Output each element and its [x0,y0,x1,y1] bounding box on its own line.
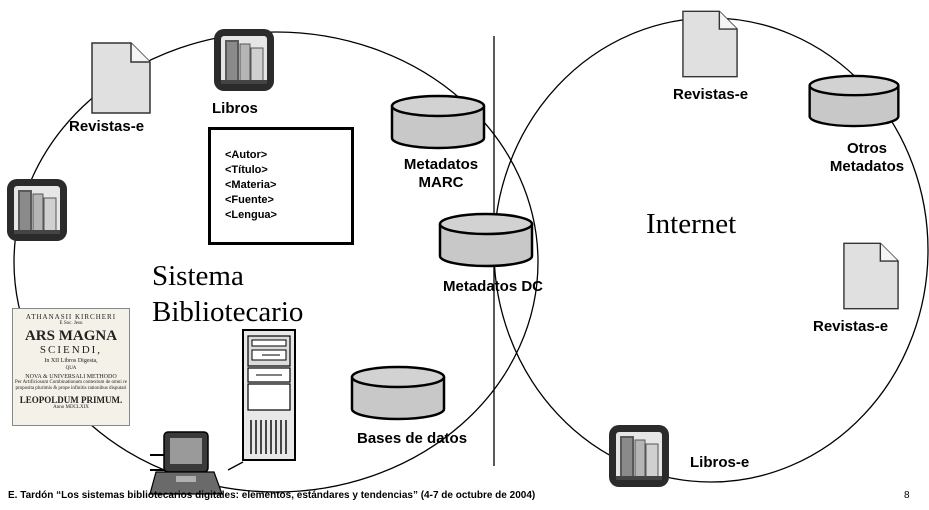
document-icon [91,42,151,114]
ejournals-label-top: Revistas-e [673,86,749,103]
cover-method: NOVA & UNIVERSALI METHODO [25,374,117,380]
cover-order: E Soc. Jesu [59,321,83,326]
cover-title-2: SCIENDI, [39,344,103,356]
computer-icon [149,431,223,495]
library-system-title-text: Sistema Bibliotecario [152,260,304,328]
books-label: Libros [212,100,258,117]
book-icon [608,424,670,488]
cover-description: Per Artificiosum Combinationum contextum… [15,380,127,391]
document-icon [843,242,899,310]
page-number: 8 [904,490,910,501]
field-title: <Título> [225,164,268,176]
database-icon [350,365,446,421]
document-icon [682,10,738,78]
library-system-title: Sistema Bibliotecario [152,258,332,330]
internet-title: Internet [646,208,737,240]
database-icon [808,74,900,128]
cover-dedicatee: LEOPOLDUM PRIMUM. [19,395,123,405]
library-circle [13,31,539,493]
cover-year: Anno MDCLXIX [53,405,89,410]
book-icon [213,28,275,92]
footer-citation: E. Tardón “Los sistemas bibliotecarios d… [8,490,536,501]
cover-qua: QUA [65,366,77,371]
other-metadata-label: Otros Metadatos [829,140,905,175]
databases-label: Bases de datos [357,430,468,447]
database-icon [390,94,486,150]
field-source: <Fuente> [225,194,274,206]
cover-subtitle: In XII Libros Digesta, [44,358,98,364]
ejournals-label-left: Revistas-e [69,118,145,135]
dc-metadata-label: Metadatos DC [443,278,544,295]
marc-metadata-label: Metadatos MARC [403,156,479,191]
cover-author: ATHANASII KIRCHERI [25,313,117,321]
book-cover-image: ATHANASII KIRCHERI E Soc. Jesu ARS MAGNA… [12,308,130,426]
field-subject: <Materia> [225,179,277,191]
database-icon [438,212,534,268]
metadata-fields-box: <Autor> <Título> <Materia> <Fuente> <Len… [208,127,354,245]
field-language: <Lengua> [225,209,277,221]
book-icon [6,178,68,242]
ejournals-label-right: Revistas-e [813,318,889,335]
field-author: <Autor> [225,149,268,161]
ebooks-label: Libros-e [690,454,750,471]
cover-title: ARS MAGNA [24,328,118,344]
server-icon [227,329,296,471]
